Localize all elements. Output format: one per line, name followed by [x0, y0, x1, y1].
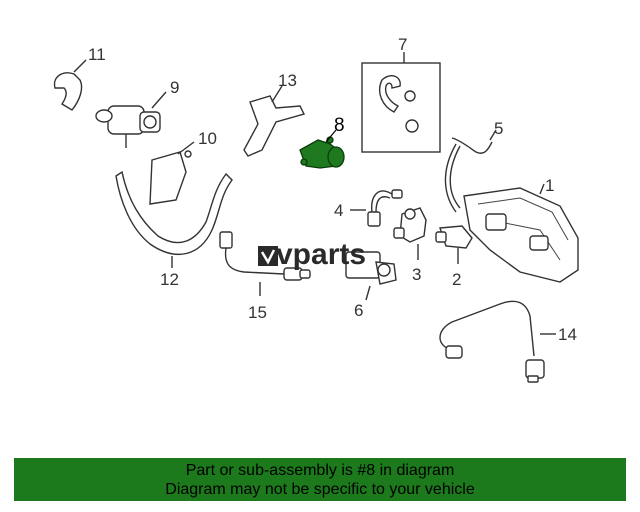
callout-9: 9 [170, 78, 179, 97]
callout-10: 10 [198, 129, 217, 148]
callout-2: 2 [452, 270, 461, 289]
callout-7: 7 [398, 35, 407, 54]
logo-text: vparts [276, 238, 366, 271]
part-13-purge-hose[interactable] [243, 85, 306, 157]
part-2-valve[interactable] [435, 225, 473, 264]
part-1-canister[interactable] [463, 183, 579, 283]
part-11-elbow-hose[interactable] [53, 59, 87, 111]
part-14-sensor[interactable] [439, 300, 556, 383]
part-3-valve[interactable] [393, 207, 427, 260]
banner-line-1: Part or sub-assembly is #8 in diagram [185, 462, 455, 479]
callout-13: 13 [278, 71, 297, 90]
callout-15: 15 [248, 303, 267, 322]
part-6-solenoid[interactable] [345, 251, 397, 301]
banner-line-2: Diagram may not be specific to your vehi… [165, 481, 475, 498]
info-banner: Part or sub-assembly is #8 in diagram Di… [14, 458, 626, 501]
callout-14: 14 [558, 325, 577, 344]
part-10-bracket[interactable] [149, 141, 195, 205]
part-7-hose-kit[interactable] [361, 52, 441, 153]
part-8-valve-highlighted[interactable] [299, 129, 345, 169]
callout-11: 11 [88, 45, 106, 64]
vparts-logo: vparts [258, 238, 366, 271]
part-12-hose[interactable] [115, 170, 233, 268]
callout-5: 5 [494, 119, 503, 138]
part-15-sensor[interactable] [219, 231, 311, 296]
part-5-pipe[interactable] [444, 129, 497, 213]
callout-12: 12 [160, 270, 179, 289]
callout-4: 4 [334, 201, 343, 220]
callout-1: 1 [545, 176, 554, 195]
part-9-purge-valve[interactable] [95, 91, 167, 148]
callout-3: 3 [412, 265, 421, 284]
callout-6: 6 [354, 301, 363, 320]
callout-8: 8 [334, 115, 345, 136]
part-4-tube[interactable] [350, 189, 403, 227]
